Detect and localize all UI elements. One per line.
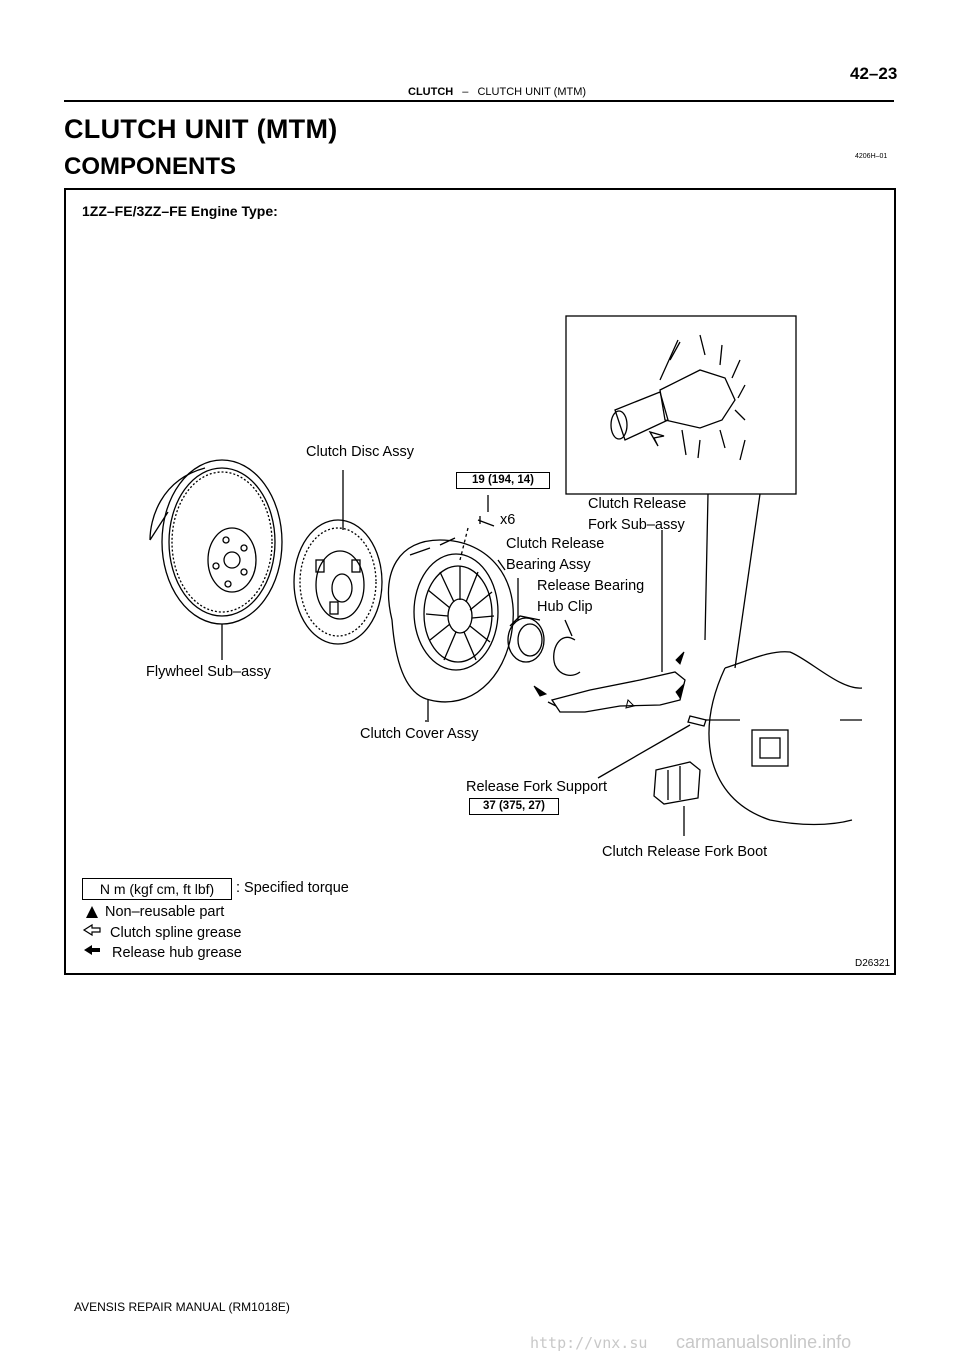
flywheel-drawing [149, 459, 283, 660]
hub-clip-label-line1: Release Bearing [537, 578, 645, 594]
page-number: 42–23 [850, 64, 898, 83]
transaxle-drawing [705, 651, 863, 826]
spline-grease-icon [82, 923, 101, 937]
footer-text: AVENSIS REPAIR MANUAL (RM1018E) [74, 1300, 290, 1314]
section-header: CLUTCH – CLUTCH UNIT (MTM) [408, 86, 586, 98]
hub-grease-icon [84, 945, 100, 955]
grease-markers [533, 651, 686, 709]
release-bearing-drawing [507, 578, 545, 663]
hub-grease-legend: Release hub grease [112, 945, 242, 961]
fork-support-label: Release Fork Support [466, 779, 608, 795]
hub-clip-label: Release Bearing Hub Clip [537, 576, 644, 618]
release-fork-label-line2: Fork Sub–assy [588, 517, 685, 533]
hub-clip-drawing [553, 619, 581, 676]
non-reusable-icon [86, 906, 98, 918]
subsection-name: CLUTCH UNIT (MTM) [477, 86, 587, 98]
release-fork-label-line1: Clutch Release [588, 496, 687, 512]
fork-boot-drawing [653, 761, 701, 836]
torque-legend-box: N m (kgf cm, ft lbf) [82, 878, 232, 900]
header-rule [64, 100, 894, 102]
page-title: CLUTCH UNIT (MTM) [64, 114, 338, 144]
section-name: CLUTCH [408, 86, 454, 98]
fork-boot-label: Clutch Release Fork Boot [602, 844, 768, 860]
inset-frame [565, 315, 797, 495]
figure-code: D26321 [855, 958, 891, 969]
spline-grease-legend: Clutch spline grease [110, 925, 242, 941]
clutch-disc-drawing [293, 470, 383, 645]
input-shaft-drawing [610, 334, 746, 461]
torque-fork-support: 37 (375, 27) [469, 798, 559, 815]
figure-frame [64, 188, 896, 975]
fork-support-drawing [597, 715, 707, 779]
watermark-site: carmanualsonline.info [676, 1332, 852, 1352]
release-fork-label: Clutch Release Fork Sub–assy [588, 494, 686, 536]
bolt-drawing [459, 495, 495, 561]
release-bearing-label-line1: Clutch Release [506, 536, 605, 552]
flywheel-label: Flywheel Sub–assy [146, 664, 271, 680]
clutch-cover-label: Clutch Cover Assy [360, 726, 479, 742]
clutch-disc-label: Clutch Disc Assy [306, 444, 414, 460]
page-subtitle: COMPONENTS [64, 153, 237, 180]
watermark-link[interactable]: http://vnx.su [530, 1334, 648, 1352]
engine-type-label: 1ZZ–FE/3ZZ–FE Engine Type: [82, 203, 278, 219]
torque-cover-bolts: 19 (194, 14) [456, 472, 550, 489]
bolt-count-label: x6 [500, 512, 516, 528]
hub-clip-label-line2: Hub Clip [537, 599, 593, 615]
release-fork-drawing [547, 530, 686, 713]
release-bearing-label: Clutch Release Bearing Assy [506, 534, 604, 576]
non-reusable-legend: Non–reusable part [105, 904, 225, 920]
release-bearing-label-line2: Bearing Assy [506, 557, 591, 573]
header-separator: – [462, 86, 469, 98]
clutch-cover-drawing [387, 537, 514, 722]
document-code: 4206H–01 [855, 153, 888, 160]
torque-legend-text: : Specified torque [236, 880, 349, 896]
